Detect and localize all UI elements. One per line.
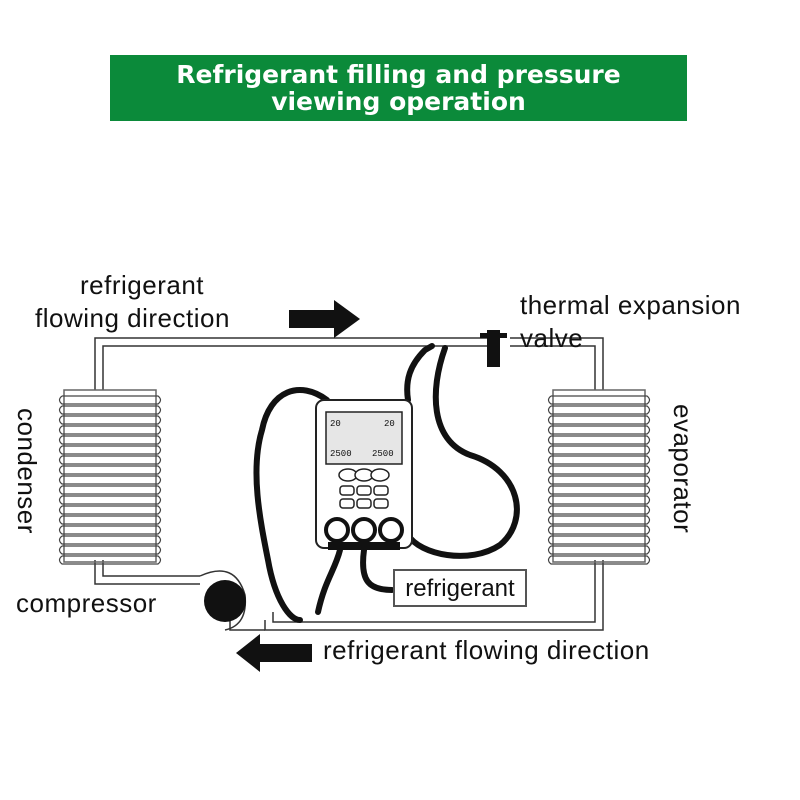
title-line-2: viewing operation — [271, 87, 526, 116]
coil-fin — [58, 425, 162, 435]
coil-fin — [547, 475, 651, 485]
coil-fin — [547, 495, 651, 505]
thermal-label-line1: thermal expansion — [520, 290, 741, 320]
evaporator-fins — [547, 395, 651, 565]
gauge-value-bl: 2500 — [330, 449, 352, 459]
coil-fin — [547, 515, 651, 525]
condenser-fins — [58, 395, 162, 565]
coil-fin — [58, 395, 162, 405]
coil-fin — [547, 535, 651, 545]
coil-fin — [58, 465, 162, 475]
thermal-expansion-valve — [480, 330, 507, 367]
coil-fin — [547, 465, 651, 475]
flow-arrow-right — [289, 300, 360, 338]
piping-loop — [94, 337, 604, 631]
coil-fin — [547, 395, 651, 405]
coil-fin — [58, 405, 162, 415]
coil-fin — [547, 455, 651, 465]
coil-fin — [58, 545, 162, 555]
coil-fin — [547, 425, 651, 435]
coil-fin — [58, 525, 162, 535]
manifold-gauge — [315, 399, 413, 550]
flow-arrow-left — [236, 634, 312, 672]
coil-fin — [58, 475, 162, 485]
hoses — [253, 343, 520, 623]
compressor-label: compressor — [16, 588, 157, 618]
coil-fin — [547, 435, 651, 445]
coil-fin — [547, 405, 651, 415]
coil-fin — [547, 485, 651, 495]
flow-label-top-line1: refrigerant — [80, 270, 204, 300]
gauge-value-br: 2500 — [372, 449, 394, 459]
coil-fin — [58, 495, 162, 505]
condenser-label: condenser — [12, 408, 42, 534]
gauge-value-tl: 20 — [330, 419, 341, 429]
coil-fin — [547, 525, 651, 535]
coil-fin — [58, 515, 162, 525]
coil-fin — [58, 415, 162, 425]
coil-fin — [547, 505, 651, 515]
coil-fin — [58, 485, 162, 495]
coil-fin — [58, 555, 162, 565]
coil-fin — [547, 445, 651, 455]
coil-fin — [547, 545, 651, 555]
title-line-1: Refrigerant filling and pressure — [176, 60, 621, 89]
flow-label-bottom: refrigerant flowing direction — [323, 635, 650, 665]
coil-fin — [58, 505, 162, 515]
coil-fin — [58, 455, 162, 465]
coil-fin — [547, 415, 651, 425]
coil-fin — [58, 435, 162, 445]
flow-label-top-line2: flowing direction — [35, 303, 230, 333]
coil-fin — [547, 555, 651, 565]
coil-fin — [58, 535, 162, 545]
coil-fin — [58, 445, 162, 455]
refrigerant-box-label: refrigerant — [393, 569, 527, 607]
title-banner: Refrigerant filling and pressure viewing… — [110, 55, 687, 121]
compressor — [199, 570, 247, 631]
gauge-value-tr: 20 — [384, 419, 395, 429]
thermal-label-line2: valve — [520, 323, 584, 353]
evaporator-label: evaporator — [668, 404, 698, 534]
